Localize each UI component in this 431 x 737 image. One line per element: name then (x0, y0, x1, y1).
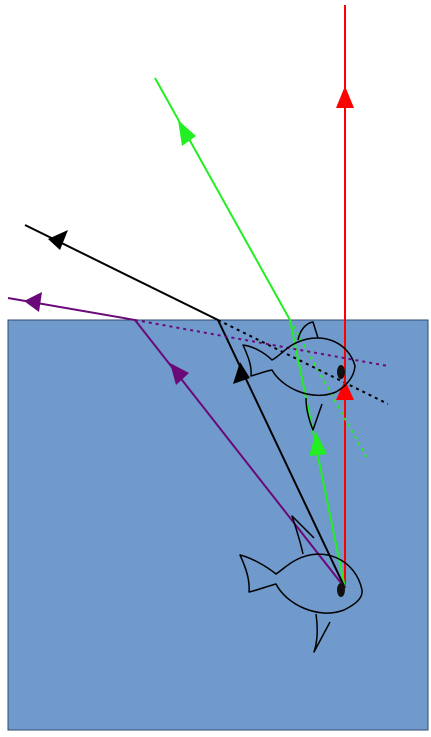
purple-extension (134, 319, 389, 367)
fish-icon (239, 553, 363, 614)
green-extension (289, 319, 369, 461)
arrow-head-icon (170, 363, 189, 385)
fish-eye-icon (337, 583, 345, 597)
arrow-head-icon (233, 362, 250, 384)
arrow-head-icon (309, 432, 327, 456)
fish-icon (242, 337, 356, 397)
arrow-head-icon (178, 120, 196, 146)
apparent-fish (242, 321, 356, 431)
water-region (7, 319, 429, 731)
fish-icon (291, 515, 315, 555)
real-fish (239, 515, 363, 653)
fish-icon (313, 613, 331, 653)
arrow-head-icon (336, 380, 354, 400)
arrow-head-icon (48, 230, 68, 250)
arrow-head-icon (336, 86, 354, 108)
arrow-head-icon (24, 292, 42, 312)
fish-icon (297, 321, 319, 341)
fish-eye-icon (337, 365, 345, 379)
fish-icon (305, 397, 323, 431)
